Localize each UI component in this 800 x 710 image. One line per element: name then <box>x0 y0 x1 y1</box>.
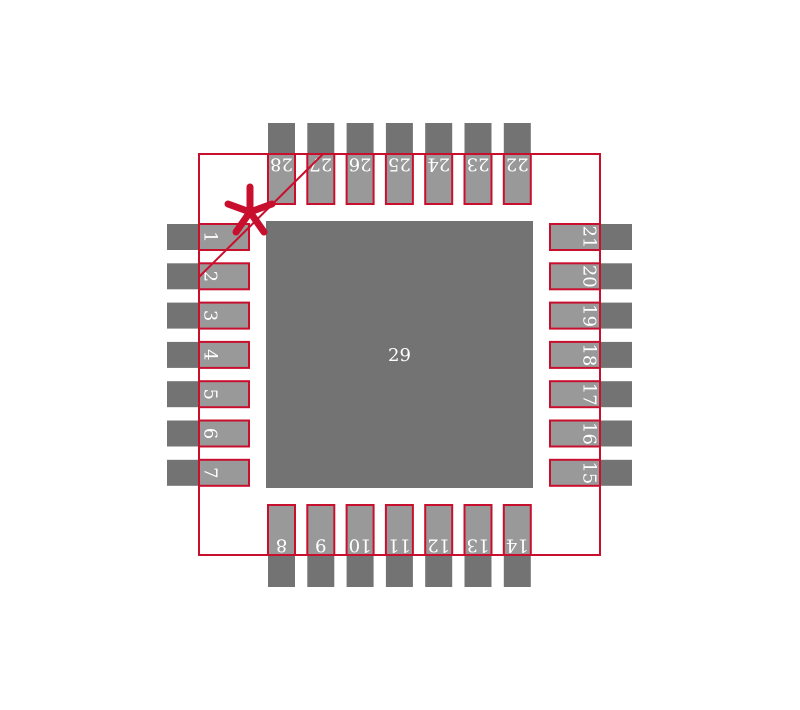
pad-11: 11 <box>384 504 414 587</box>
pad-7: 7 <box>167 458 250 487</box>
thermal-pad-label: 29 <box>388 345 411 366</box>
pad-16: 16 <box>549 419 632 448</box>
pad-15: 15 <box>549 458 632 487</box>
pad-label: 2 <box>200 271 221 282</box>
pad-label: 22 <box>506 154 529 175</box>
pad-13: 13 <box>463 504 493 587</box>
pad-6: 6 <box>167 419 250 448</box>
pad-label: 14 <box>506 535 529 556</box>
pad-label: 21 <box>579 226 600 249</box>
pad-25: 25 <box>384 123 414 205</box>
pad-label: 27 <box>309 154 332 175</box>
pin1-chamfer-line <box>198 153 324 278</box>
pad-17: 17 <box>549 380 632 409</box>
pad-label: 1 <box>200 231 221 242</box>
pad-12: 12 <box>424 504 454 587</box>
pad-outline <box>306 153 336 205</box>
pad-outline <box>549 301 601 330</box>
pad-label: 6 <box>200 428 221 439</box>
pad-4: 4 <box>167 340 250 369</box>
pad-26: 26 <box>345 123 375 205</box>
pad-label: 9 <box>315 535 326 556</box>
courtyard-outline <box>198 153 601 556</box>
pad-label: 20 <box>579 265 600 288</box>
pad-27: 27 <box>306 123 336 205</box>
pad-outline <box>549 223 601 251</box>
asterisk-icon <box>224 183 276 236</box>
pad-outline <box>549 340 601 369</box>
pad-label: 7 <box>200 467 221 478</box>
pad-label: 24 <box>427 154 450 175</box>
pad-8: 8 <box>267 504 296 587</box>
pad-23: 23 <box>463 123 493 205</box>
pad-label: 16 <box>579 422 600 445</box>
pad-label: 4 <box>200 349 221 360</box>
pad-outline <box>549 262 601 291</box>
pad-18: 18 <box>549 340 632 369</box>
pad-label: 5 <box>200 388 221 399</box>
pad-label: 12 <box>427 535 450 556</box>
pad-19: 19 <box>549 301 632 330</box>
pad-outline <box>424 153 454 205</box>
pad-outline <box>549 458 601 487</box>
pad-outline <box>306 504 336 556</box>
pad-3: 3 <box>167 301 250 330</box>
pad-label: 15 <box>579 461 600 484</box>
pad-label: 18 <box>579 343 600 366</box>
pad-label: 28 <box>270 154 293 175</box>
pad-28: 28 <box>267 123 296 205</box>
pad-outline <box>267 504 296 556</box>
pad-24: 24 <box>424 123 454 205</box>
pad-label: 19 <box>579 304 600 327</box>
pad-14: 14 <box>502 504 532 587</box>
pad-21: 21 <box>549 223 632 251</box>
pad-outline <box>549 419 601 448</box>
pad-outline <box>463 153 493 205</box>
pad-label: 23 <box>467 154 490 175</box>
pad-outline <box>345 504 375 556</box>
pad-outline <box>198 458 250 487</box>
pad-label: 11 <box>388 535 411 556</box>
pad-20: 20 <box>549 262 632 291</box>
thermal-pad <box>266 221 533 488</box>
pad-5: 5 <box>167 380 250 409</box>
pad-outline <box>384 153 414 205</box>
pad-outline <box>198 380 250 409</box>
pad-label: 10 <box>349 535 372 556</box>
pad-outline <box>424 504 454 556</box>
pad-label: 3 <box>200 310 221 321</box>
pad-label: 13 <box>467 535 490 556</box>
pad-label: 25 <box>388 154 411 175</box>
pad-10: 10 <box>345 504 375 587</box>
pad-label: 17 <box>579 383 600 406</box>
pad-9: 9 <box>306 504 336 587</box>
pad-label: 8 <box>276 535 287 556</box>
pad-22: 22 <box>502 123 532 205</box>
pad-label: 26 <box>349 154 372 175</box>
